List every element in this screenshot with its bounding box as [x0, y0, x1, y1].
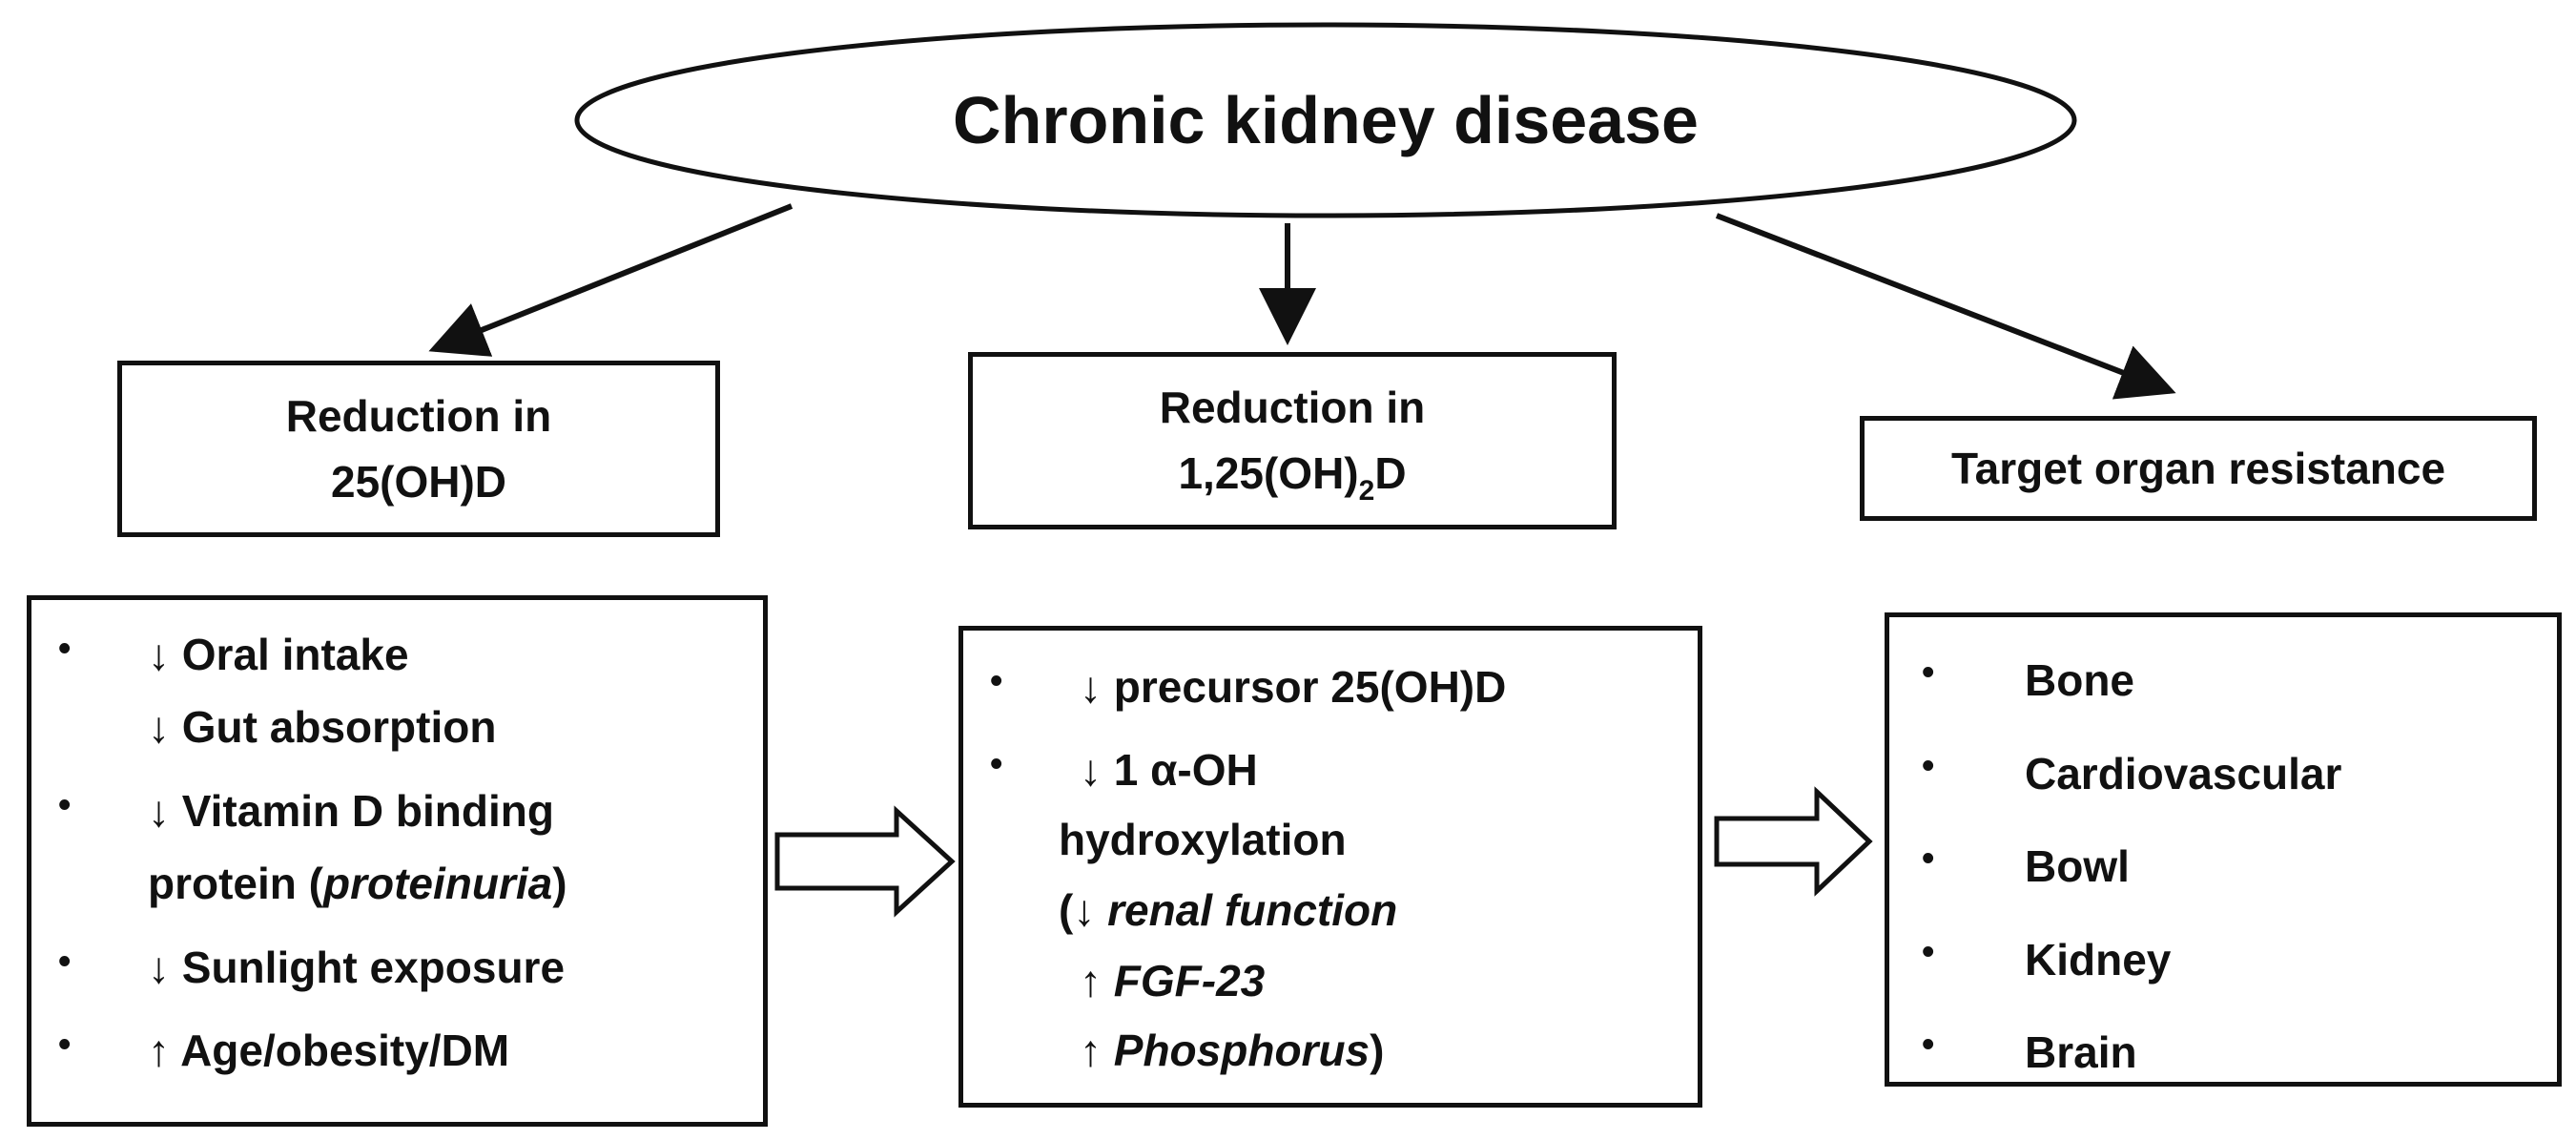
right-list-box: Bone Cardiovascular Bowl Kidney Brain: [1885, 612, 2562, 1087]
right-list-item: Cardiovascular: [1889, 728, 2557, 821]
block-arrow-middle-to-right: [1714, 786, 1873, 897]
left-header-box: Reduction in 25(OH)D: [117, 361, 720, 537]
block-arrow-left-to-middle: [774, 805, 956, 918]
middle-header-box: Reduction in 1,25(OH)2D: [968, 352, 1617, 529]
left-list-item: ↓ Oral intake ↓ Gut absorption: [31, 619, 763, 764]
title-container: Chronic kidney disease: [577, 67, 2074, 174]
middle-list-box: ↓ precursor 25(OH)D ↓ 1 α-OH hydroxylati…: [958, 626, 1702, 1108]
middle-list: ↓ precursor 25(OH)D ↓ 1 α-OH hydroxylati…: [963, 652, 1698, 1087]
arrow-to-right-box: [1715, 213, 2176, 400]
right-header-text: Target organ resistance: [1950, 443, 2446, 493]
left-list-item: ↓ Sunlight exposure: [31, 932, 763, 1005]
arrow-to-left-box: [428, 203, 793, 357]
diagram-title: Chronic kidney disease: [953, 83, 1699, 157]
middle-header-line2: 1,25(OH)2D: [1178, 441, 1406, 507]
middle-header-line2-post: D: [1374, 448, 1407, 498]
right-list-item: Bowl: [1889, 820, 2557, 914]
middle-list-item: ↓ precursor 25(OH)D: [963, 652, 1698, 724]
left-header-line1: Reduction in: [285, 390, 552, 441]
left-list-box: ↓ Oral intake ↓ Gut absorption ↓ Vitamin…: [27, 595, 768, 1127]
middle-list-item: ↓ 1 α-OH hydroxylation (↓ renal function…: [963, 736, 1698, 1087]
middle-header-line1: Reduction in: [1159, 383, 1426, 432]
middle-header-line2-sub: 2: [1358, 475, 1375, 507]
right-list: Bone Cardiovascular Bowl Kidney Brain: [1889, 634, 2557, 1100]
left-list: ↓ Oral intake ↓ Gut absorption ↓ Vitamin…: [31, 619, 763, 1088]
left-list-item: ↑ Age/obesity/DM: [31, 1015, 763, 1088]
title-ellipse: [574, 22, 2077, 218]
left-header-line2: 25(OH)D: [330, 456, 507, 507]
right-header-box: Target organ resistance: [1860, 416, 2537, 521]
right-list-item: Bone: [1889, 634, 2557, 728]
middle-header-line2-pre: 1,25(OH): [1178, 448, 1359, 498]
left-list-item: ↓ Vitamin D binding protein (proteinuria…: [31, 776, 763, 921]
right-list-item: Kidney: [1889, 914, 2557, 1007]
right-list-item: Brain: [1889, 1006, 2557, 1100]
